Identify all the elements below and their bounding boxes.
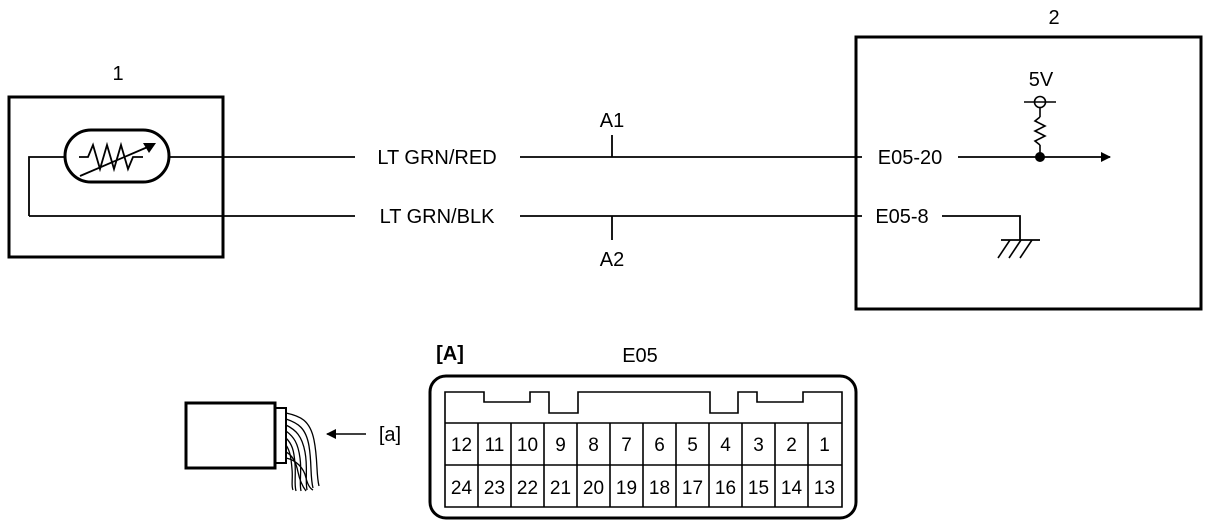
pin-label: 24 (451, 478, 473, 499)
harness-connector-collar (274, 407, 287, 464)
pin-label: 4 (720, 435, 731, 456)
harness-connector-body (184, 401, 277, 470)
pin-label: 22 (517, 478, 538, 499)
pin-label: 1 (819, 435, 830, 456)
variable-arrowhead-icon (143, 143, 156, 153)
pin-label: 20 (583, 478, 604, 499)
pin-label: 11 (485, 435, 505, 456)
pin-label: 18 (649, 478, 670, 499)
pin-label: 12 (451, 435, 472, 456)
supply-voltage-label: 5V (1029, 69, 1054, 91)
ecm-number-label: 2 (1048, 7, 1059, 29)
pin-label: 21 (550, 478, 571, 499)
pin-label: 15 (748, 478, 769, 499)
thermistor-capsule (63, 128, 171, 184)
ecm-ground-terminal: E05-8 (875, 206, 928, 228)
sensor-internal-wire (28, 156, 65, 216)
pin-label: 13 (814, 478, 835, 499)
pin-label: 3 (753, 435, 764, 456)
pin-label: 5 (687, 435, 698, 456)
pin-label: 16 (715, 478, 736, 499)
pin-label: 10 (517, 435, 538, 456)
connector-outer-shell (428, 374, 858, 520)
pin-label: 23 (484, 478, 505, 499)
ecm-signal-terminal: E05-20 (878, 147, 943, 169)
thermistor-icon (79, 141, 143, 173)
pullup-resistor-icon (1033, 116, 1047, 146)
pin-label: 19 (616, 478, 637, 499)
pin-label: 7 (621, 435, 632, 456)
ecm-box (854, 35, 1203, 311)
connector-pin-dividers (477, 423, 809, 507)
connector-inner-outline (444, 391, 843, 508)
signal-wire-color: LT GRN/RED (377, 147, 496, 169)
ground-wire-color: LT GRN/BLK (380, 206, 496, 228)
connector-view-label: [A] (436, 343, 464, 365)
harness-view-label: [a] (379, 424, 401, 446)
sensor-box (7, 95, 225, 259)
pin-label: 17 (682, 478, 703, 499)
ground-icon (997, 239, 1033, 259)
pin-label: 6 (654, 435, 665, 456)
variable-arrow-icon (79, 145, 151, 177)
pin-label: 2 (786, 435, 797, 456)
connector-name: E05 (622, 345, 658, 367)
test-point-a1-label: A1 (600, 110, 624, 132)
sensor-number-label: 1 (112, 63, 123, 85)
pin-label: 8 (588, 435, 599, 456)
harness-wires-icon (285, 412, 320, 492)
test-point-a2-label: A2 (600, 249, 624, 271)
pin-label: 9 (555, 435, 566, 456)
pin-label: 14 (781, 478, 803, 499)
ecm-ground-line (942, 215, 1021, 240)
